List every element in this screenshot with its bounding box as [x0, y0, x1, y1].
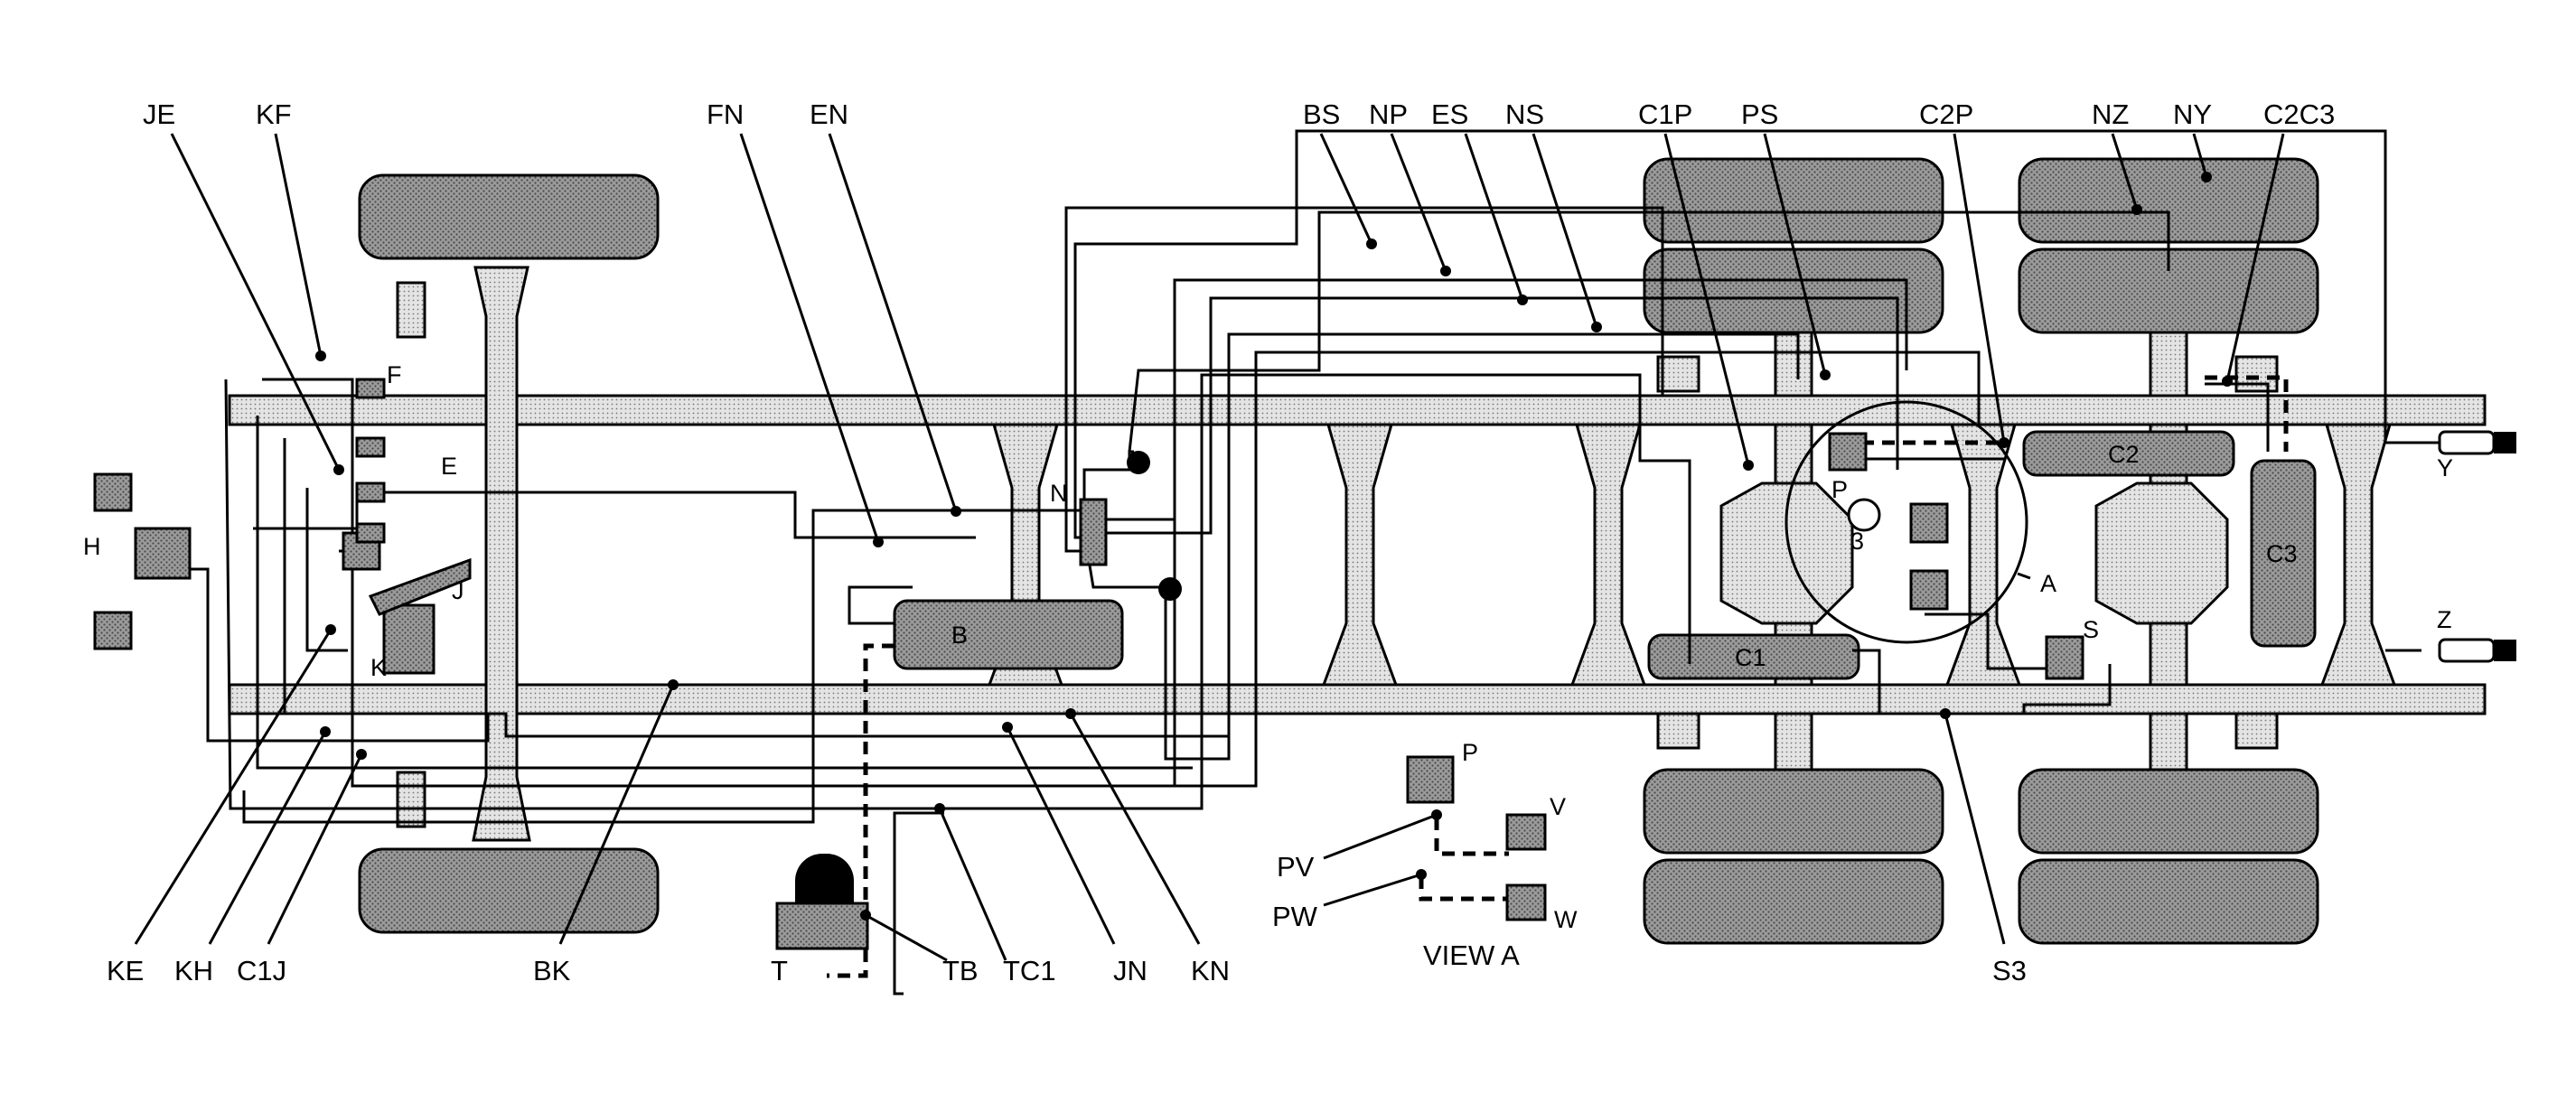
label-y: Y	[2437, 454, 2453, 481]
tank-c1	[1647, 633, 1860, 680]
label-e: E	[441, 453, 457, 480]
cross-members	[987, 423, 2397, 687]
label-f: F	[387, 361, 402, 388]
callout-kh: KH	[174, 955, 213, 986]
component-labels: F E H J K N B C1 C2 C3 P 3 A S Y Z	[83, 361, 2453, 681]
valve-3	[1847, 498, 1881, 532]
tank-c2	[2022, 430, 2235, 477]
callout-je: JE	[143, 98, 175, 130]
callout-es: ES	[1431, 98, 1468, 130]
view-label-pv: PV	[1277, 851, 1315, 883]
callout-kn: KN	[1191, 955, 1230, 986]
callout-np: NP	[1369, 98, 1408, 130]
label-c3: C3	[2266, 540, 2298, 567]
callout-kf: KF	[256, 98, 292, 130]
valve-p-view	[1406, 755, 1455, 804]
valve-p	[1828, 432, 1868, 472]
callout-ny: NY	[2173, 98, 2212, 130]
front-tire-right	[358, 847, 660, 934]
brake-chambers	[396, 281, 2279, 828]
callout-en: EN	[810, 98, 848, 130]
front-axle	[358, 173, 660, 934]
callouts-bottom: KE KH C1J BK T TB TC1 JN KN S3	[107, 955, 2027, 986]
label-3: 3	[1850, 528, 1864, 555]
label-k: K	[370, 654, 387, 681]
valves	[93, 378, 2084, 950]
view-label-pw: PW	[1272, 901, 1318, 932]
label-n: N	[1050, 480, 1068, 507]
callout-bk: BK	[533, 955, 571, 986]
callout-ps: PS	[1741, 98, 1778, 130]
view-a-labels: P V W PV PW VIEW A	[1272, 739, 1578, 971]
callout-s3: S3	[1992, 955, 2027, 986]
label-a: A	[2040, 570, 2056, 597]
callout-c2p: C2P	[1919, 98, 1973, 130]
view-label-w: W	[1554, 906, 1578, 933]
valve-s	[2045, 635, 2084, 680]
callout-c2c3: C2C3	[2263, 98, 2335, 130]
connectors	[2438, 430, 2516, 663]
callout-c1p: C1P	[1638, 98, 1692, 130]
callout-t: T	[771, 955, 788, 986]
label-j: J	[452, 577, 464, 604]
callout-jn: JN	[1113, 955, 1147, 986]
callout-bs: BS	[1303, 98, 1340, 130]
valve-k	[382, 603, 436, 675]
callout-nz: NZ	[2092, 98, 2129, 130]
callout-c1j: C1J	[237, 955, 286, 986]
leader-lines	[134, 133, 2285, 962]
differentials	[1719, 481, 2229, 625]
view-a-title: VIEW A	[1423, 939, 1520, 971]
callout-tb: TB	[942, 955, 979, 986]
callouts-top: JE KF FN EN BS NP ES NS C1P PS C2P NZ NY…	[143, 98, 2335, 130]
callout-ke: KE	[107, 955, 144, 986]
tank-c3	[2250, 459, 2317, 648]
label-c2: C2	[2108, 441, 2140, 468]
tank-b	[893, 599, 1124, 670]
front-tire-left	[358, 173, 660, 260]
label-z: Z	[2437, 606, 2452, 633]
view-a-circle	[1784, 400, 2028, 644]
callout-tc1: TC1	[1003, 955, 1056, 986]
label-p: P	[1831, 476, 1848, 503]
dashed-lines	[827, 375, 2289, 978]
label-s: S	[2083, 616, 2099, 643]
valve-n	[1079, 498, 1108, 566]
view-label-p: P	[1462, 739, 1478, 766]
callout-fn: FN	[707, 98, 744, 130]
label-h: H	[83, 533, 101, 560]
air-tanks	[893, 430, 2317, 680]
air-lines	[190, 129, 2440, 996]
callout-ns: NS	[1505, 98, 1544, 130]
label-c1: C1	[1735, 644, 1766, 671]
label-b: B	[951, 622, 968, 649]
view-label-v: V	[1550, 793, 1566, 820]
